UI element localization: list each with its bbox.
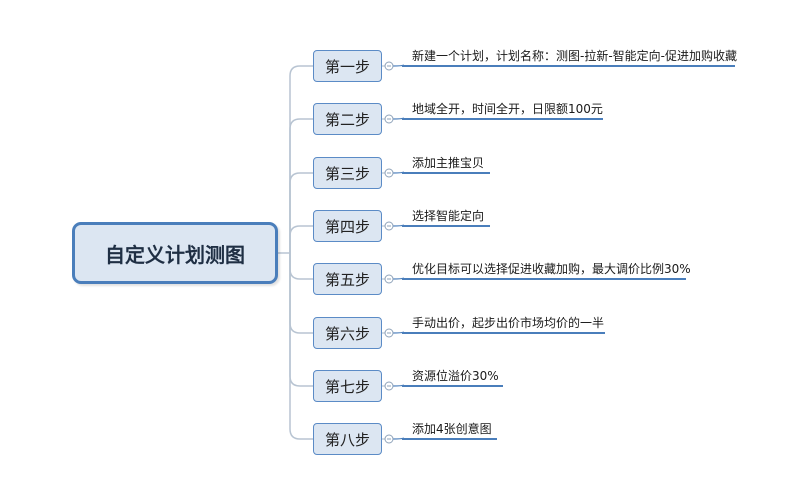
step-node-8[interactable]: 第八步 [313,423,382,455]
step-label: 第四步 [324,217,370,236]
step-description-6: 手动出价，起步出价市场均价的一半 [412,316,605,330]
step-node-5[interactable]: 第五步 [313,263,382,295]
branch-connector-1 [289,65,313,253]
step-label: 第二步 [324,110,370,129]
branch-connector-5 [289,253,313,280]
step-description-3: 添加主推宝贝 [412,156,485,170]
root-topic-label: 自定义计划测图 [105,242,245,267]
step-node-6[interactable]: 第六步 [313,317,382,349]
step-description-5: 优化目标可以选择促进收藏加购，最大调价比例30% [412,262,691,276]
step-label: 第一步 [324,57,370,76]
branch-connector-8 [289,253,313,440]
step-node-7[interactable]: 第七步 [313,370,382,402]
step-label: 第六步 [324,324,370,343]
step-label: 第三步 [324,164,370,183]
step-label: 第七步 [324,377,370,396]
step-label: 第五步 [324,270,370,289]
step-node-1[interactable]: 第一步 [313,50,382,82]
branch-connector-4 [289,225,313,253]
step-node-3[interactable]: 第三步 [313,157,382,189]
branch-connector-6 [289,253,313,334]
branch-connector-3 [289,172,313,253]
step-node-2[interactable]: 第二步 [313,103,382,135]
step-description-8: 添加4张创意图 [412,422,492,436]
step-description-4: 选择智能定向 [412,209,485,223]
step-node-4[interactable]: 第四步 [313,210,382,242]
branch-connector-7 [289,253,313,387]
root-topic[interactable]: 自定义计划测图 [72,222,278,284]
step-label: 第八步 [324,430,370,449]
step-description-2: 地域全开，时间全开，日限额100元 [412,102,603,116]
step-description-7: 资源位溢价30% [412,369,499,383]
branch-connector-2 [289,118,313,253]
step-description-1: 新建一个计划，计划名称：测图-拉新-智能定向-促进加购收藏 [412,49,737,63]
